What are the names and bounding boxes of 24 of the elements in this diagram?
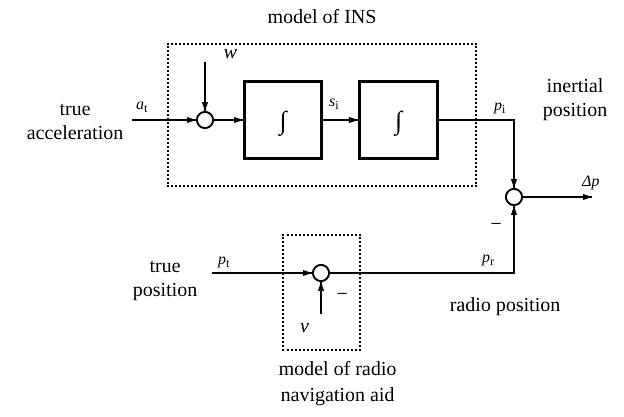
summing-junction xyxy=(505,188,523,206)
signal-arrow xyxy=(318,282,324,314)
signal-arrow xyxy=(323,116,358,124)
summing-junction xyxy=(312,264,330,282)
signal-arrow xyxy=(214,116,243,124)
signal-arrow xyxy=(132,116,196,124)
signal-text: v xyxy=(300,314,328,338)
signal-arrow xyxy=(212,270,312,276)
integrator-block: ∫ xyxy=(358,80,439,160)
signal-arrow xyxy=(330,206,518,274)
group-heading: model of INS xyxy=(266,5,378,30)
summing-junction xyxy=(196,111,214,129)
signal-text: true acceleration xyxy=(18,96,132,146)
integrator-block: ∫ xyxy=(243,80,323,160)
signal-arrow xyxy=(523,194,592,200)
minus-sign: − xyxy=(335,282,349,306)
signal-text: true position xyxy=(118,250,212,306)
signal-text: w xyxy=(197,42,237,62)
signal-arrow xyxy=(439,119,518,188)
minus-sign: − xyxy=(489,212,503,236)
signal-arrow xyxy=(202,62,208,111)
group-heading: model of radio navigation aid xyxy=(278,357,398,408)
signal-description: inertial position xyxy=(542,74,608,122)
signal-description: radio position xyxy=(448,293,562,317)
